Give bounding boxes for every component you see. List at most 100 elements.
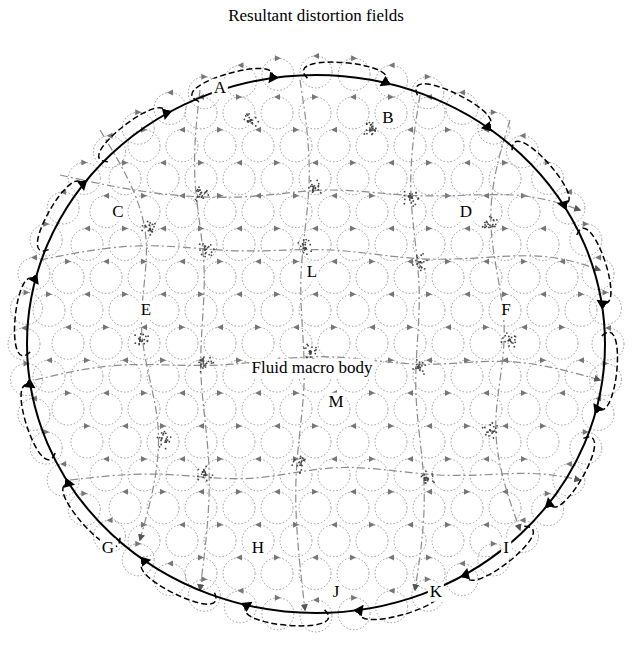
stipple-dot — [485, 434, 487, 436]
micro-vortex — [338, 58, 370, 90]
stipple-dot — [200, 192, 202, 194]
micro-vortex — [204, 393, 236, 425]
stipple-dot — [493, 219, 495, 221]
vortex-arrowhead — [237, 588, 243, 594]
vortex-arrowhead — [255, 324, 261, 330]
stipple-dot — [372, 122, 374, 124]
vortex-arrowhead — [350, 160, 356, 166]
stipple-dot — [151, 231, 153, 233]
vortex-arrowhead — [426, 291, 432, 297]
stipple-dot — [134, 342, 136, 344]
micro-vortex — [204, 327, 236, 359]
stipple-dot — [303, 239, 305, 241]
stipple-dot — [514, 335, 516, 337]
vortex-arrowhead — [407, 324, 413, 330]
vortex-arrowhead — [293, 193, 299, 199]
stipple-dot — [404, 199, 406, 201]
stipple-dot — [418, 367, 420, 369]
micro-vortex — [470, 261, 502, 293]
vortex-arrowhead — [81, 159, 87, 165]
region-letter: M — [326, 393, 345, 412]
vortex-arrowhead — [65, 324, 71, 330]
micro-vortex — [166, 130, 198, 162]
vortex-arrowhead — [312, 160, 318, 166]
stipple-dot — [139, 339, 141, 341]
stipple-dot — [488, 435, 490, 437]
body-label: Fluid macro body — [250, 359, 375, 378]
stipple-dot — [157, 437, 159, 439]
vortex-arrowhead — [521, 258, 527, 264]
vortex-arrowhead — [198, 555, 204, 561]
stipple-dot — [310, 185, 312, 187]
stipple-dot — [508, 345, 510, 347]
stipple-dot — [303, 252, 305, 254]
vortex-arrowhead — [65, 258, 71, 264]
stipple-dot — [204, 249, 206, 251]
stipple-dot — [204, 246, 206, 248]
vortex-arrowhead — [407, 258, 413, 264]
micro-vortex — [128, 261, 160, 293]
stipple-dot — [422, 253, 424, 255]
stipple-dot — [299, 472, 301, 474]
stipple-dot — [140, 339, 142, 341]
micro-vortex — [375, 294, 407, 326]
stipple-dot — [251, 122, 253, 124]
stipple-dot — [306, 253, 308, 255]
stipple-dot — [304, 459, 306, 461]
stipple-dot — [484, 222, 486, 224]
micro-vortex — [223, 492, 255, 524]
micro-vortex — [489, 294, 521, 326]
region-letter: B — [380, 109, 395, 128]
vortex-arrowhead — [255, 127, 261, 133]
micro-vortex — [470, 393, 502, 425]
vortex-arrowhead — [255, 390, 261, 396]
micro-vortex — [300, 56, 332, 88]
stipple-dot — [417, 263, 419, 265]
stipple-dot — [140, 333, 142, 335]
vortex-arrowhead — [350, 555, 356, 561]
stipple-dot — [418, 262, 420, 264]
vortex-arrowhead — [491, 109, 497, 115]
stipple-dot — [424, 364, 426, 366]
stipple-dot — [144, 225, 146, 227]
micro-vortex — [432, 130, 464, 162]
vortex-arrowhead — [426, 555, 432, 561]
stipple-dot — [504, 341, 506, 343]
vortex-arrowhead — [331, 127, 337, 133]
micro-vortex — [375, 97, 407, 129]
vortex-arrowhead — [350, 423, 356, 429]
stipple-dot — [416, 359, 418, 361]
micro-vortex — [337, 426, 369, 458]
stipple-dot — [165, 441, 167, 443]
stipple-dot — [257, 121, 259, 123]
resultant-field-line — [296, 80, 310, 610]
micro-vortex — [204, 525, 236, 557]
stipple-dot — [206, 248, 208, 250]
vortex-arrowhead — [274, 555, 280, 561]
stipple-dot — [412, 205, 414, 207]
stipple-dot — [310, 353, 312, 355]
stipple-dot — [423, 261, 425, 263]
stipple-dot — [492, 226, 494, 228]
micro-vortex — [470, 327, 502, 359]
stipple-dot — [197, 190, 199, 192]
micro-vortex — [109, 229, 141, 261]
stipple-dot — [312, 190, 314, 192]
vortex-arrowhead — [389, 588, 395, 594]
micro-vortex — [527, 294, 559, 326]
stipple-dot — [374, 130, 376, 132]
stipple-dot — [203, 248, 205, 250]
stipple-dot — [142, 340, 144, 342]
micro-vortex — [242, 261, 274, 293]
micro-vortex — [223, 163, 255, 195]
vortex-arrowhead — [351, 55, 357, 61]
vortex-arrowhead — [464, 489, 470, 495]
stipple-dot — [493, 430, 495, 432]
region-letter: G — [100, 539, 116, 558]
stipple-dot — [491, 226, 493, 228]
stipple-dot — [507, 340, 509, 342]
stipple-dot — [409, 193, 411, 195]
micro-vortex — [242, 459, 274, 491]
vortex-arrowhead — [369, 193, 375, 199]
micro-vortex — [318, 459, 350, 491]
